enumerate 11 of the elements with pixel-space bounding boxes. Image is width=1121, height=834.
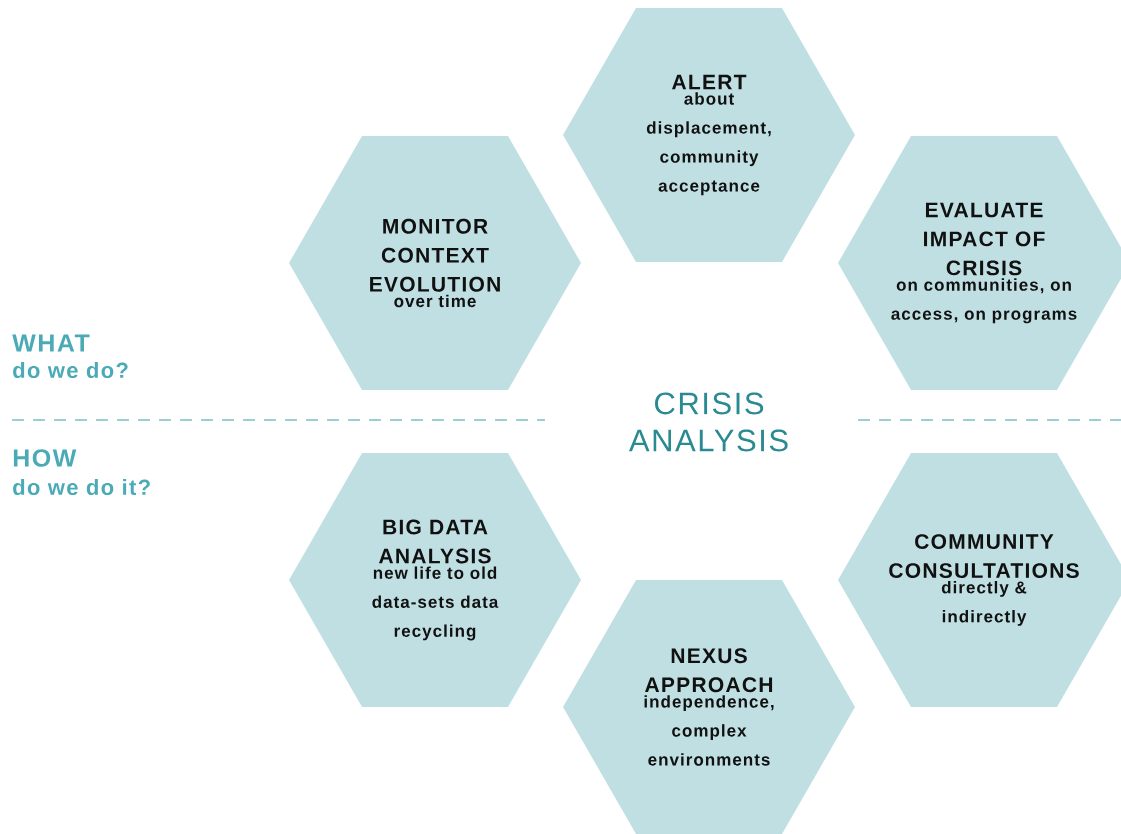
- side-label: do we do it?: [13, 478, 150, 496]
- side-label: do we do?: [13, 361, 128, 379]
- hexagon: COMMUNITY CONSULTATIONS directly & indirectly: [838, 453, 1121, 707]
- hexagon: NEXUS APPROACH independence, complex environments: [563, 580, 855, 834]
- hexagon: ALERT about displacement, community acceptance: [563, 8, 855, 262]
- side-label: WHAT: [12, 334, 90, 352]
- hexagon: EVALUATE IMPACT OF CRISIS on communities, on access, on programs: [838, 136, 1121, 390]
- side-label: HOW: [13, 449, 77, 467]
- center-title: CRISIS ANALYSIS: [629, 392, 788, 452]
- hexagon: BIG DATA ANALYSIS new life to old data-sets data recycling: [289, 453, 581, 707]
- hexagon: MONITOR CONTEXT EVOLUTION over time: [289, 136, 581, 390]
